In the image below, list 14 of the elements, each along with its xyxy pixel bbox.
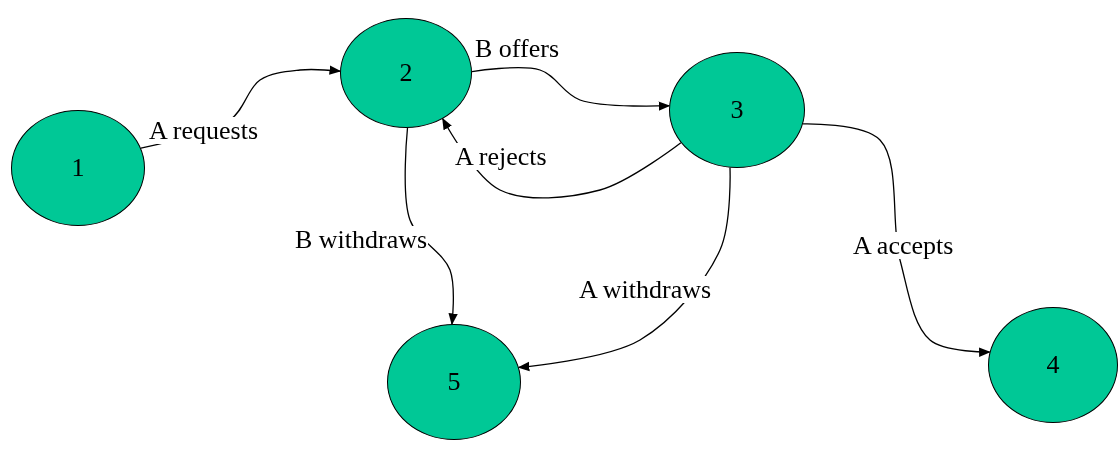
arrow xyxy=(802,123,991,357)
arrow xyxy=(442,117,682,199)
state-number: 1 xyxy=(71,155,85,181)
arrow xyxy=(517,167,731,372)
arrow xyxy=(404,127,458,326)
arrow xyxy=(471,67,671,111)
edge-label: A accepts xyxy=(852,232,955,260)
edge-label: A withdraws xyxy=(578,276,713,304)
state-number: 2 xyxy=(399,60,413,86)
edge-label: A rejects xyxy=(454,143,548,171)
state-number: 4 xyxy=(1046,352,1060,378)
edge-label: A requests xyxy=(148,117,260,145)
state-number: 3 xyxy=(730,97,744,123)
state-number: 5 xyxy=(447,369,461,395)
